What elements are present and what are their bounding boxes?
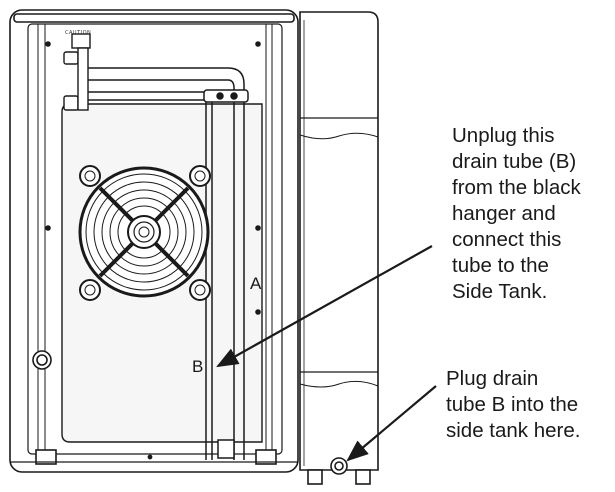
drain-tube-routing (88, 67, 249, 460)
main-unit-top-band (13, 13, 295, 23)
main-unit-inner-frame (27, 23, 283, 455)
top-fitting-label: CAUTION (65, 30, 92, 36)
side-tank-body (299, 11, 379, 471)
tube-b-label: B (192, 357, 204, 376)
foot-right (255, 449, 277, 465)
fan-mount-br (189, 279, 211, 301)
side-knob (32, 350, 52, 370)
arrow-to-tube-b (216, 245, 433, 368)
fan-mount-bl (79, 279, 101, 301)
unplug-instruction-callout: Unplug this drain tube (B) from the blac… (452, 124, 581, 303)
plug-instruction-callout: Plug drain tube B into the side tank her… (446, 367, 581, 442)
top-fittings (63, 33, 91, 111)
callout-arrows (216, 245, 437, 462)
fan-mount-tr (189, 165, 211, 187)
cooling-fan (78, 165, 211, 301)
fan-mount-tl (79, 165, 101, 187)
arrow-to-drain-port (346, 385, 437, 462)
foot-left (35, 449, 57, 465)
side-tank (299, 11, 379, 485)
tube-a-label: A (250, 274, 262, 293)
